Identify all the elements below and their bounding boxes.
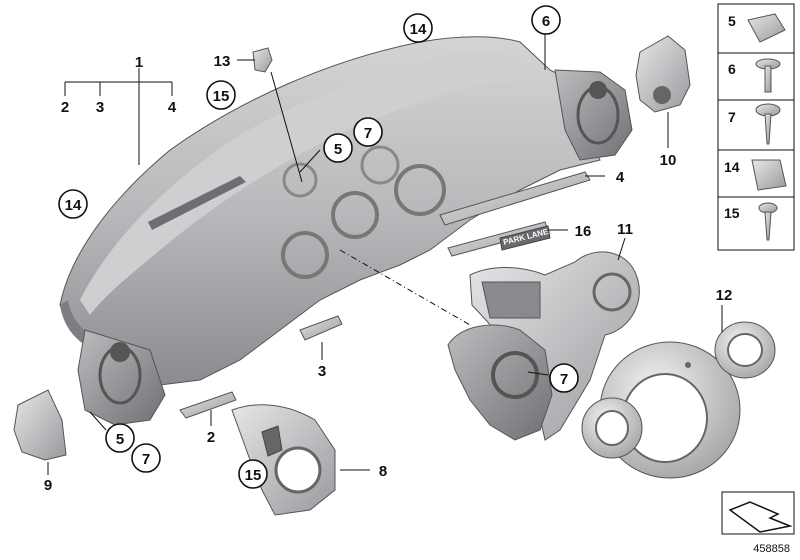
diagram-id: 458858	[753, 543, 790, 555]
callout-7-left: 7	[142, 451, 150, 468]
left-vent-housing	[77, 329, 166, 426]
callout-numbers: 1 2 3 4 14 14 13 15 5 7 6 10 4 16 11 12 …	[44, 13, 733, 494]
screw-icon-15	[758, 202, 778, 241]
callout-5-center: 5	[334, 141, 342, 158]
callout-12: 12	[716, 287, 733, 304]
clip-nut-icon	[747, 13, 786, 43]
callout-1: 1	[135, 54, 143, 71]
callout-10: 10	[660, 152, 677, 169]
dashboard-vent-rings	[281, 145, 446, 279]
navigation-arrow-icon	[728, 501, 793, 533]
dashboard-body	[59, 36, 601, 386]
callout-16: 16	[575, 223, 592, 240]
callout-11: 11	[617, 221, 633, 238]
legend-5: 5	[728, 13, 736, 29]
part-13-clip	[252, 47, 273, 73]
part-12-gauge-surround	[581, 321, 776, 479]
part-9-end-cap	[13, 389, 67, 461]
part-8-vent-cover	[231, 404, 336, 516]
callout-14-top: 14	[410, 21, 427, 38]
callout-3: 3	[96, 99, 104, 116]
callout-7-center: 7	[364, 125, 372, 142]
part-10-hole	[653, 86, 671, 104]
legend-15: 15	[724, 205, 740, 221]
legend-7: 7	[728, 109, 736, 125]
callout-2: 2	[61, 99, 69, 116]
callout-15-lower: 15	[245, 467, 262, 484]
part-11-instrument-trim	[469, 251, 640, 441]
callout-15-top: 15	[213, 88, 230, 105]
diagram-nav-box: 458858	[721, 491, 795, 555]
callout-3-lower: 3	[318, 363, 326, 380]
legend-14: 14	[724, 159, 740, 175]
right-vent-housing	[554, 69, 633, 161]
callout-5-left: 5	[116, 431, 124, 448]
screw-icon-7	[755, 103, 781, 145]
clip-icon-14	[751, 159, 787, 191]
part-10-end-cap	[635, 35, 691, 113]
part-2-trim	[179, 391, 237, 419]
fastener-legend: 5 6 7 14 15	[717, 3, 795, 251]
part-3-trim	[299, 315, 343, 341]
callout-6: 6	[542, 13, 550, 30]
leader-lines	[47, 28, 723, 475]
callout-14-left: 14	[65, 197, 82, 214]
part-4-trim-strip	[439, 171, 591, 226]
part-11-lower-cowl	[447, 324, 553, 441]
part-16-badge-strip: PARK LANE	[447, 221, 551, 257]
callout-8: 8	[379, 463, 387, 480]
callout-13: 13	[214, 53, 231, 70]
legend-6: 6	[728, 61, 736, 77]
circled-callouts	[58, 5, 579, 489]
callout-7-right: 7	[560, 371, 568, 388]
screw-icon-6	[755, 58, 781, 93]
callout-9: 9	[44, 477, 52, 494]
callout-4-right: 4	[616, 169, 625, 186]
callout-4: 4	[168, 99, 177, 116]
callout-2-lower: 2	[207, 429, 215, 446]
